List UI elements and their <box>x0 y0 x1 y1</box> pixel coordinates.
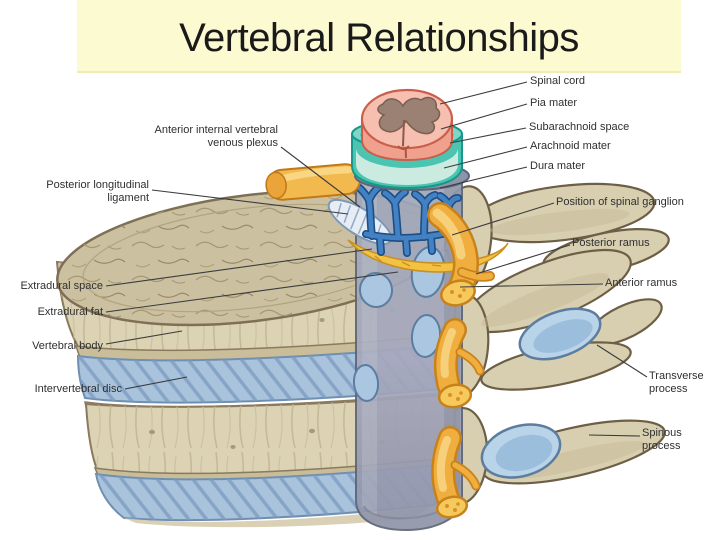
label-dura-mater: Dura mater <box>530 160 586 172</box>
slide-title: Vertebral Relationships <box>179 16 579 60</box>
leader-lines <box>105 81 648 437</box>
label-posterior-longitudinal-ligament: Posterior longitudinal ligament <box>46 179 149 204</box>
spinal-nerve-level3 <box>431 426 481 519</box>
facet-joints <box>480 307 602 479</box>
label-extradural-fat: Extradural fat <box>37 306 103 318</box>
label-arachnoid-mater: Arachnoid mater <box>530 140 611 152</box>
label-spinal-ganglion: Position of spinal ganglion <box>556 196 684 208</box>
label-anterior-ramus: Anterior ramus <box>605 277 678 289</box>
label-intervertebral-disc: Intervertebral disc <box>34 383 122 395</box>
label-spinous-process: Spinous process <box>642 427 682 452</box>
canal-side-facets <box>352 246 446 402</box>
spinal-cord-cylinder <box>360 88 454 162</box>
label-pia-mater: Pia mater <box>530 97 578 109</box>
title-banner: Vertebral Relationships <box>77 0 681 73</box>
label-subarachnoid-space: Subarachnoid space <box>529 121 630 133</box>
label-venous-plexus: Anterior internal vertebral venous plexu… <box>154 124 278 149</box>
label-posterior-ramus: Posterior ramus <box>572 237 650 249</box>
label-spinal-cord: Spinal cord <box>530 75 586 87</box>
label-transverse-process: Transverse process <box>649 370 704 395</box>
label-vertebral-body: Vertebral body <box>32 340 103 352</box>
spinal-nerve-level2 <box>433 318 485 409</box>
label-extradural-space: Extradural space <box>20 280 103 292</box>
